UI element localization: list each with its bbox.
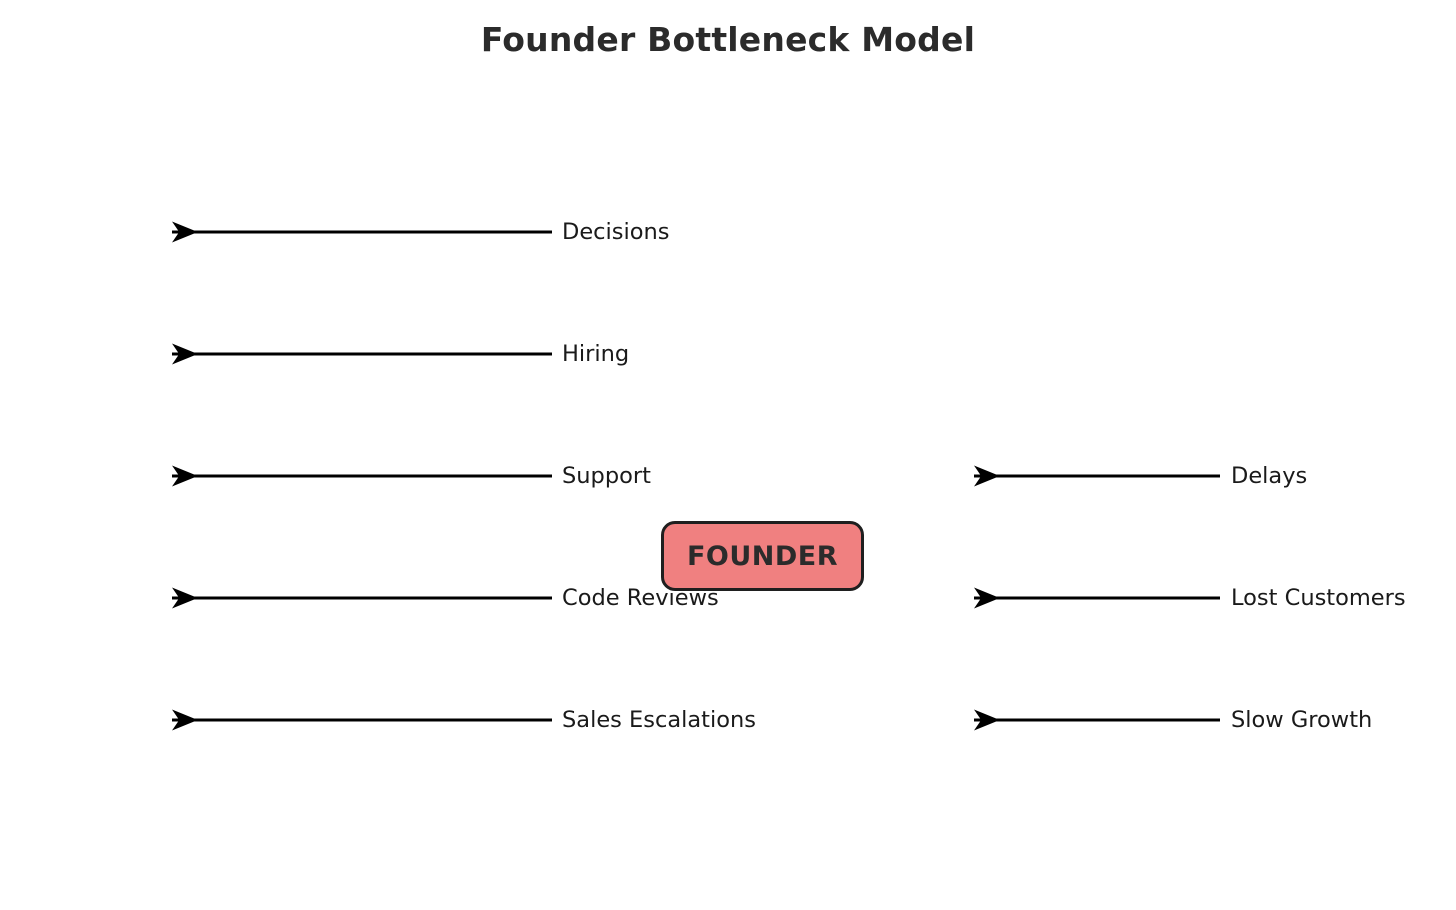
outbound-label-delays: Delays: [1231, 462, 1308, 489]
inbound-arrow-group: [172, 221, 552, 731]
inbound-label-hiring: Hiring: [562, 340, 630, 367]
inbound-label-code-reviews: Code Reviews: [562, 584, 719, 611]
outbound-arrow-group: [974, 465, 1220, 731]
inbound-label-sales-escalations: Sales Escalations: [562, 706, 756, 733]
outbound-label-slow-growth: Slow Growth: [1231, 706, 1373, 733]
inbound-label-decisions: Decisions: [562, 218, 670, 245]
founder-node-label: FOUNDER: [686, 540, 839, 572]
inbound-label-support: Support: [562, 462, 651, 489]
founder-node[interactable]: FOUNDER: [661, 521, 864, 591]
page-title: Founder Bottleneck Model: [480, 20, 976, 59]
outbound-label-lost-customers: Lost Customers: [1231, 584, 1406, 611]
